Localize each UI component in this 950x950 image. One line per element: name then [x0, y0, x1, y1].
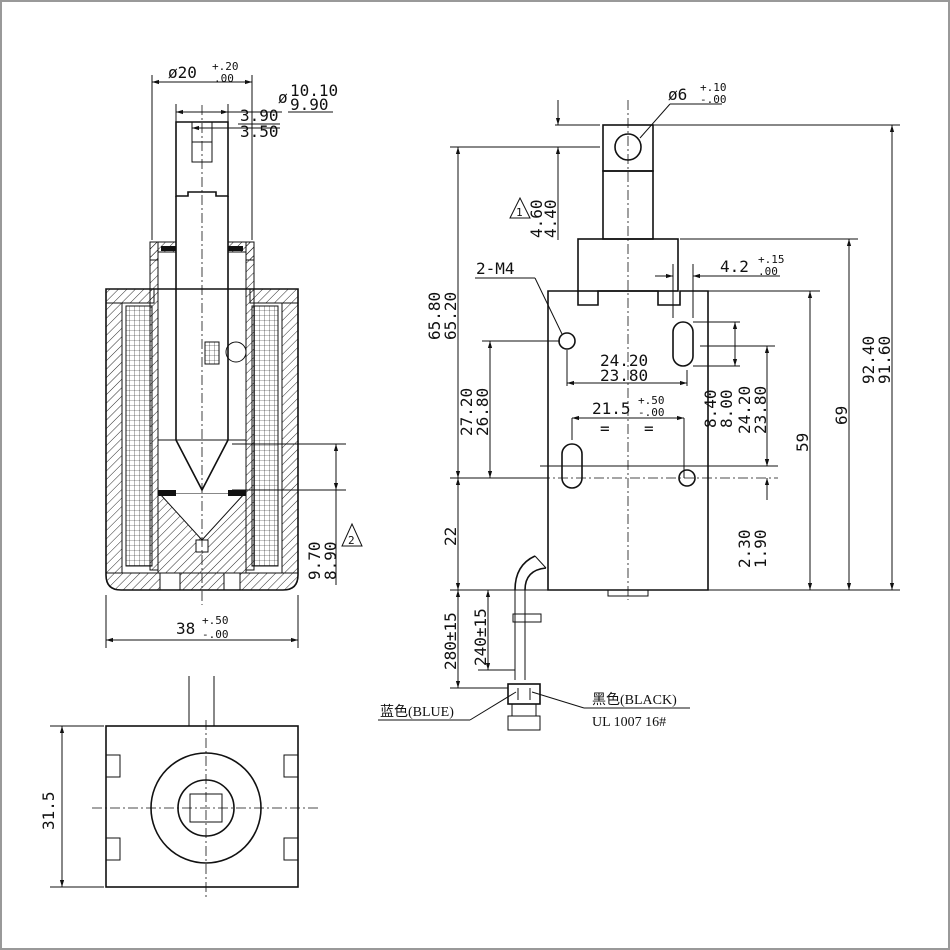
svg-text:.00: .00	[758, 265, 778, 278]
svg-text:9.90: 9.90	[290, 95, 329, 114]
svg-text:2: 2	[348, 534, 355, 547]
svg-text:10.10: 10.10	[290, 81, 338, 100]
svg-text:3.90: 3.90	[240, 106, 279, 125]
svg-text:91.60: 91.60	[875, 336, 894, 384]
note-2-icon: 2	[341, 522, 363, 547]
svg-text:22: 22	[441, 527, 460, 546]
svg-text:=: =	[644, 419, 654, 438]
svg-text:27.20: 27.20	[457, 388, 476, 436]
thread-label: 2-M4	[476, 259, 515, 278]
side-view: ø6 +.10 -.00 4.60 4.40 1 2-M4 4.2 +.15 .…	[378, 81, 900, 731]
svg-text:59: 59	[793, 433, 812, 452]
spring-icon	[204, 341, 247, 365]
svg-text:+.50: +.50	[202, 614, 229, 627]
svg-text:4.2: 4.2	[720, 257, 749, 276]
svg-text:2.30: 2.30	[735, 529, 754, 568]
svg-text:65.80: 65.80	[425, 292, 444, 340]
dim-pin-dia: ø6	[668, 85, 687, 104]
svg-text:-.00: -.00	[202, 628, 229, 641]
svg-text:24.20: 24.20	[600, 351, 648, 370]
svg-text:8.90: 8.90	[321, 541, 340, 580]
bottom-view: 31.5	[39, 676, 320, 900]
svg-text:+.20: +.20	[212, 60, 239, 73]
note-1-icon: 1	[509, 196, 531, 219]
svg-text:65.20: 65.20	[441, 292, 460, 340]
svg-text:69: 69	[832, 406, 851, 425]
wire-black-label: 黑色(BLACK)	[592, 691, 677, 708]
svg-text:-.00: -.00	[700, 93, 727, 106]
svg-text:+.50: +.50	[638, 394, 665, 407]
svg-text:24.20: 24.20	[735, 386, 754, 434]
svg-text:280±15: 280±15	[441, 612, 460, 670]
section-view: ø20 +.20 .00 ø 10.10 9.90 3.90 3.50 38 +…	[105, 60, 363, 648]
svg-text:26.80: 26.80	[473, 388, 492, 436]
wire-spec-label: UL 1007 16#	[592, 715, 666, 730]
svg-text:23.80: 23.80	[751, 386, 770, 434]
svg-text:92.40: 92.40	[859, 336, 878, 384]
svg-text:+.15: +.15	[758, 253, 785, 266]
svg-text:1.90: 1.90	[751, 529, 770, 568]
svg-text:9.70: 9.70	[305, 541, 324, 580]
svg-text:ø: ø	[278, 88, 288, 107]
svg-text:4.40: 4.40	[541, 199, 560, 238]
svg-text:.00: .00	[214, 72, 234, 85]
svg-text:240±15: 240±15	[471, 608, 490, 666]
svg-text:8.00: 8.00	[717, 389, 736, 428]
svg-text:-.00: -.00	[638, 406, 665, 419]
svg-text:3.50: 3.50	[240, 122, 279, 141]
svg-text:23.80: 23.80	[600, 366, 648, 385]
svg-text:8.40: 8.40	[701, 389, 720, 428]
svg-text:1: 1	[516, 206, 523, 219]
connector-icon	[507, 683, 541, 731]
dim-bottom-height: 31.5	[39, 791, 58, 830]
dim-body-width: 38	[176, 619, 195, 638]
dim-outer-cap: ø20	[168, 63, 197, 82]
wire-blue-label: 蓝色(BLUE)	[380, 703, 454, 720]
svg-text:21.5: 21.5	[592, 399, 631, 418]
svg-text:+.10: +.10	[700, 81, 727, 94]
svg-text:4.60: 4.60	[527, 199, 546, 238]
svg-text:=: =	[600, 419, 610, 438]
